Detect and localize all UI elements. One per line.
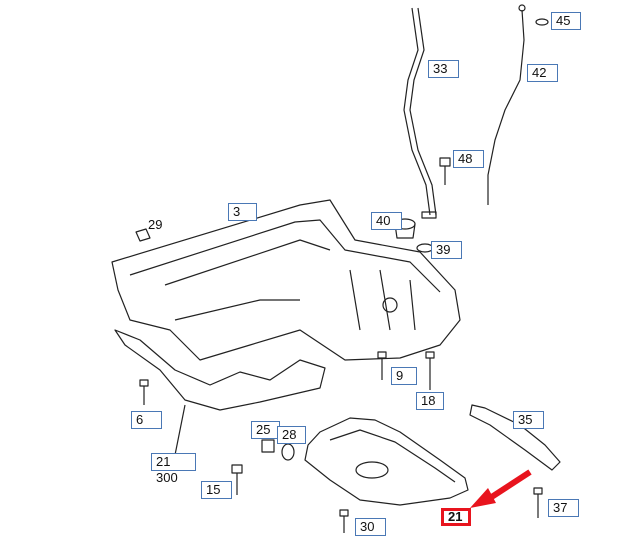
- callout-45[interactable]: 45: [551, 12, 581, 30]
- callout-9[interactable]: 9: [391, 367, 417, 385]
- dipstick-tube-clip: [421, 211, 437, 219]
- upper-oil-pan: [111, 199, 461, 361]
- callout-37[interactable]: 37: [548, 499, 579, 517]
- label-29: 29: [148, 217, 163, 232]
- lower-oil-pan: [304, 417, 469, 506]
- callout-35[interactable]: 35: [513, 411, 544, 429]
- bracket: [469, 404, 561, 471]
- callout-30[interactable]: 30: [355, 518, 386, 536]
- callout-21-highlighted[interactable]: 21: [441, 508, 471, 526]
- callout-3[interactable]: 3: [228, 203, 257, 221]
- callout-40[interactable]: 40: [371, 212, 402, 230]
- callout-48[interactable]: 48: [453, 150, 484, 168]
- callout-25[interactable]: 25: [251, 421, 280, 439]
- callout-6[interactable]: 6: [131, 411, 162, 429]
- callout-33[interactable]: 33: [428, 60, 459, 78]
- dipstick: [487, 9, 525, 205]
- dipstick-tube: [403, 7, 431, 216]
- callout-15[interactable]: 15: [201, 481, 232, 499]
- callout-39[interactable]: 39: [431, 241, 462, 259]
- baffle-plate: [114, 329, 326, 411]
- highlight-arrow: [470, 469, 532, 508]
- callout-28[interactable]: 28: [277, 426, 306, 444]
- callout-42[interactable]: 42: [527, 64, 558, 82]
- callout-21300[interactable]: 21 300: [151, 453, 196, 485]
- callout-18[interactable]: 18: [416, 392, 444, 410]
